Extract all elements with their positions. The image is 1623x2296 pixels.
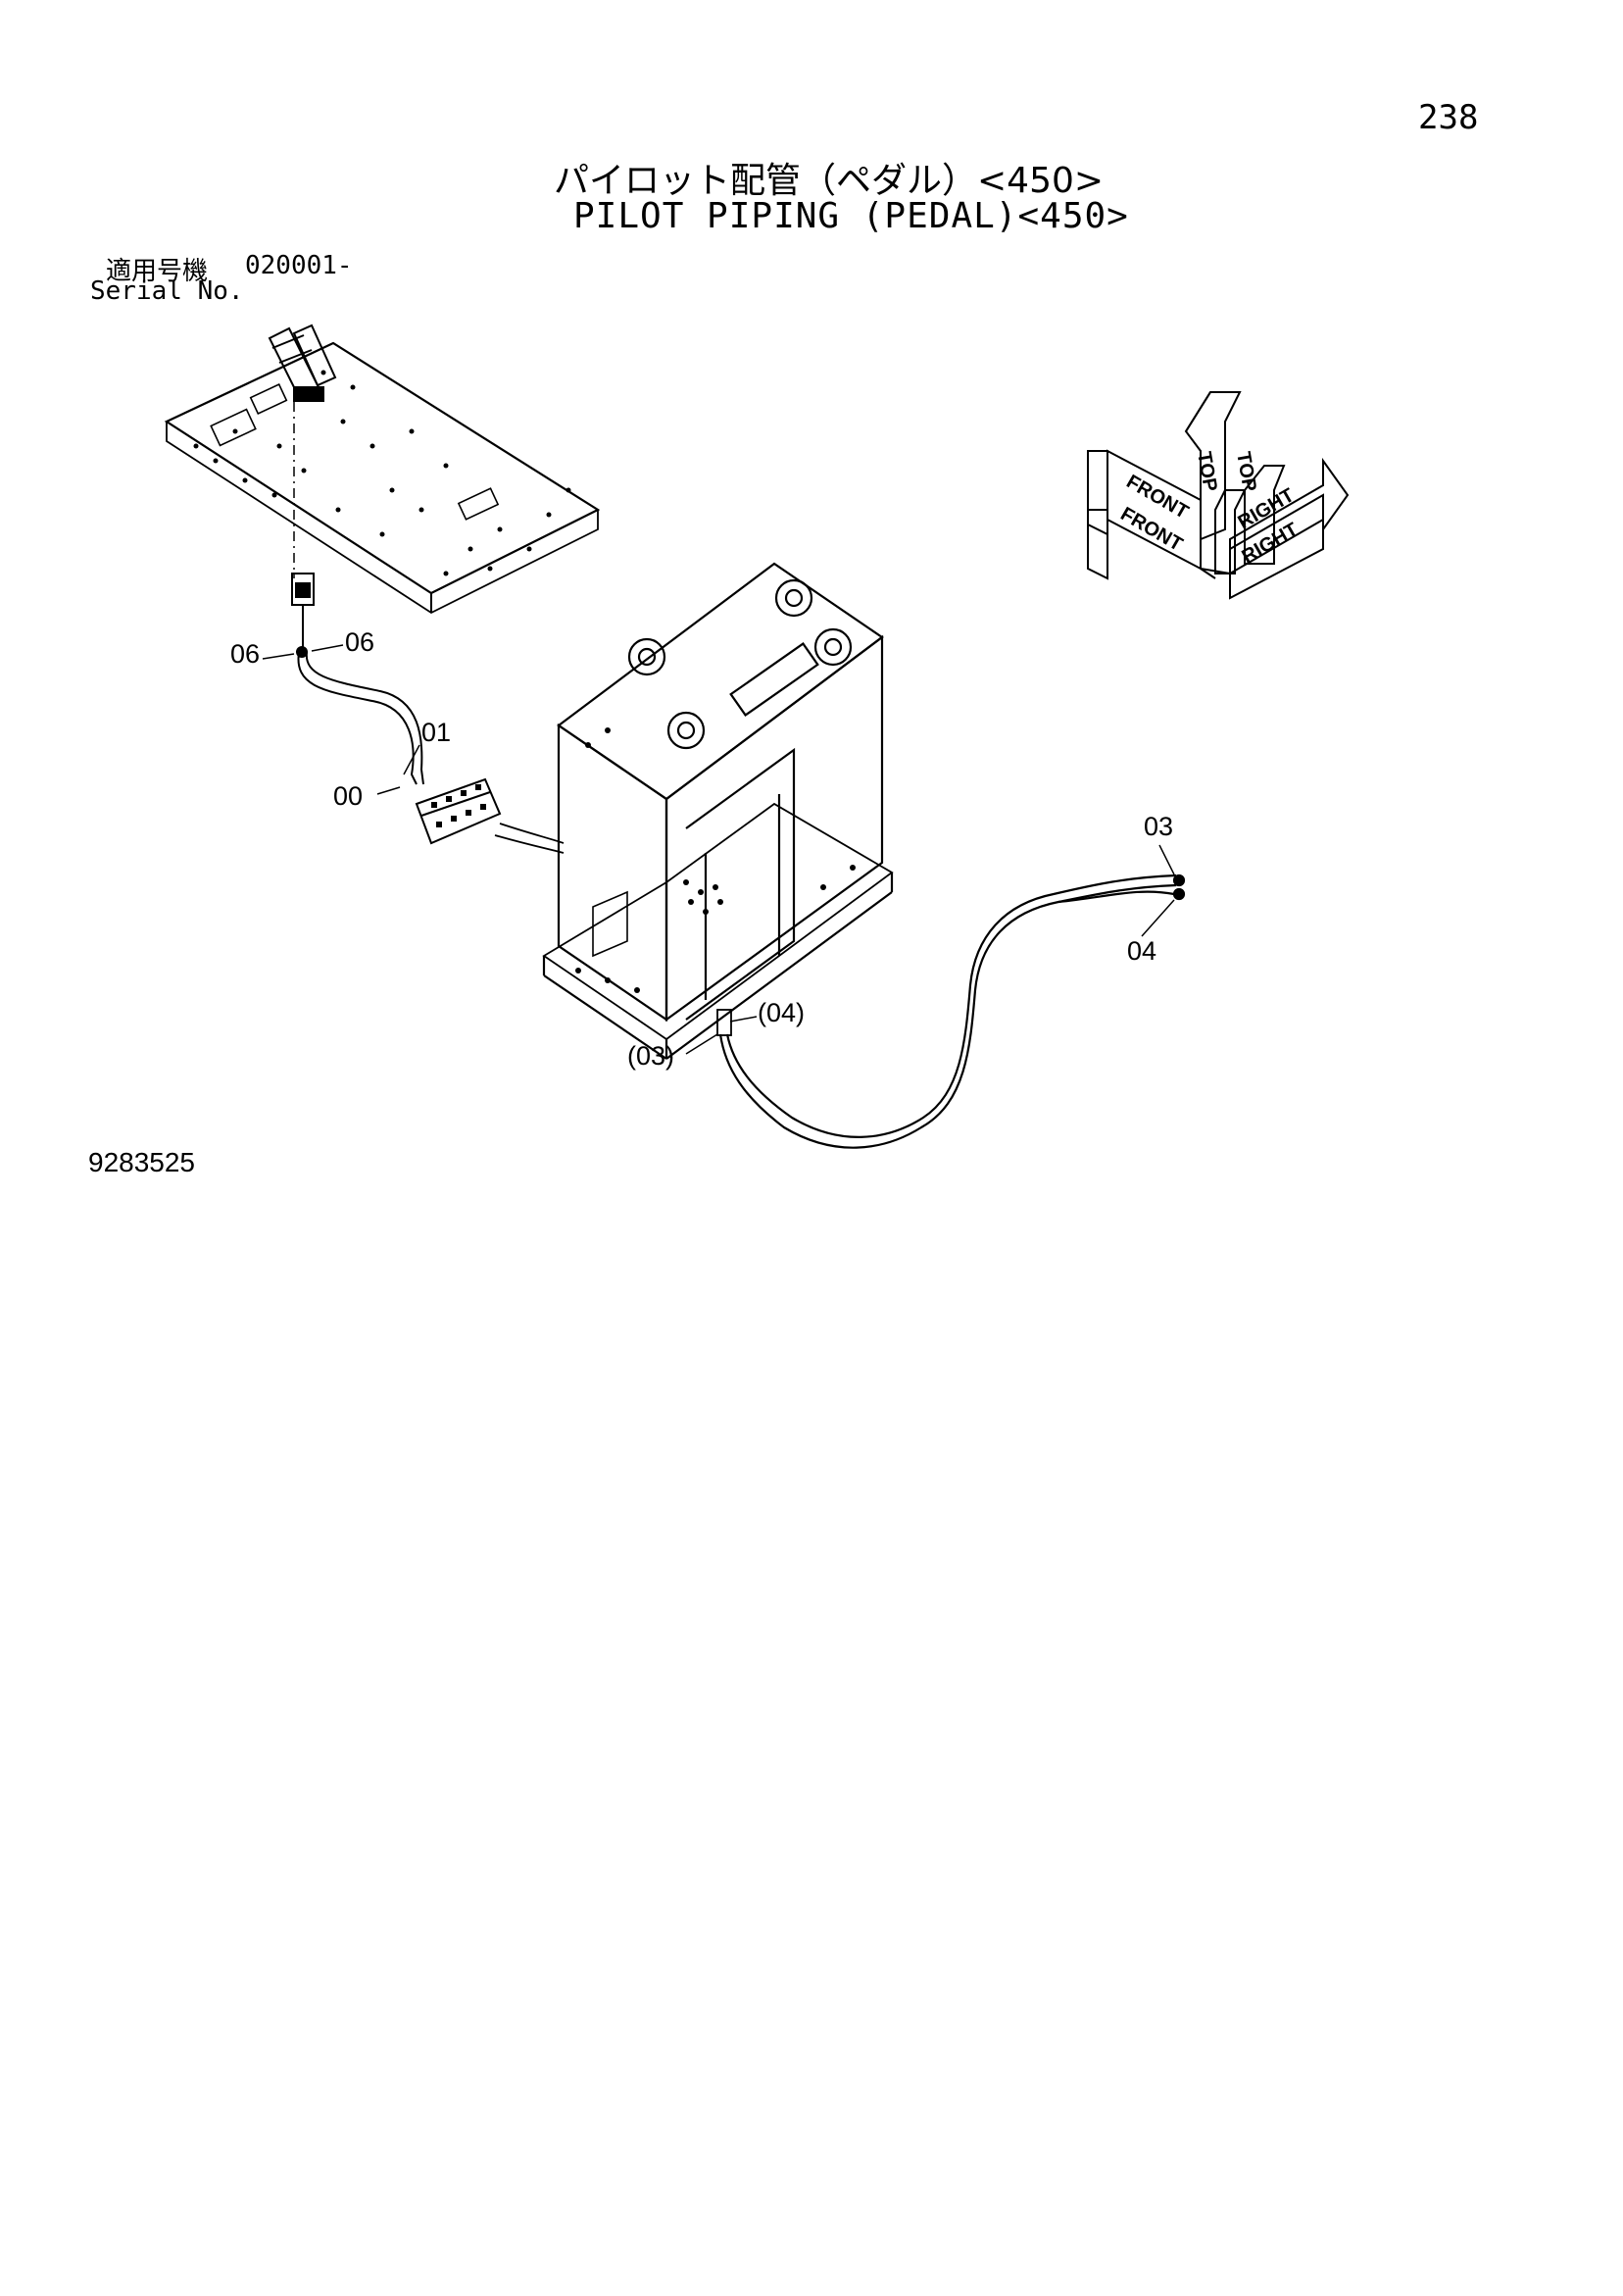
callout-03: 03 <box>1144 812 1174 841</box>
drawing-number: 9283525 <box>88 1147 196 1177</box>
pilot-hoses-rear <box>716 873 1186 1149</box>
pilot-hoses-front <box>296 646 424 785</box>
serial-label-japanese: 適用号機 <box>106 257 209 286</box>
control-block <box>415 777 565 854</box>
label-top-left: TOP <box>1193 450 1221 493</box>
callout-06-right: 06 <box>345 627 375 657</box>
callout-01: 01 <box>421 718 452 747</box>
serial-label-english: Serial No. <box>90 276 244 306</box>
callout-04-paren: (04) <box>758 998 806 1027</box>
pilot-valve <box>291 573 315 652</box>
label-top-right: TOP <box>1232 450 1260 493</box>
swing-post-frame <box>542 562 894 1060</box>
page-title-english: PILOT PIPING (PEDAL)<450> <box>573 196 1129 236</box>
orientation-labels: FRONT FRONT TOP TOP RIGHT RIGHT <box>1117 450 1303 568</box>
orientation-indicator <box>1087 391 1350 600</box>
floor-plate <box>164 341 601 615</box>
serial-value: 020001- <box>245 251 353 280</box>
callout-03-paren: (03) <box>627 1041 675 1071</box>
page-title-japanese: パイロット配管（ペダル）<450> <box>554 161 1105 201</box>
pedal <box>268 324 337 402</box>
page-number: 238 <box>1418 98 1479 137</box>
leader-lines <box>262 644 1175 1055</box>
callout-04: 04 <box>1127 936 1157 966</box>
callout-00: 00 <box>333 781 364 811</box>
callout-06-left: 06 <box>230 639 261 669</box>
